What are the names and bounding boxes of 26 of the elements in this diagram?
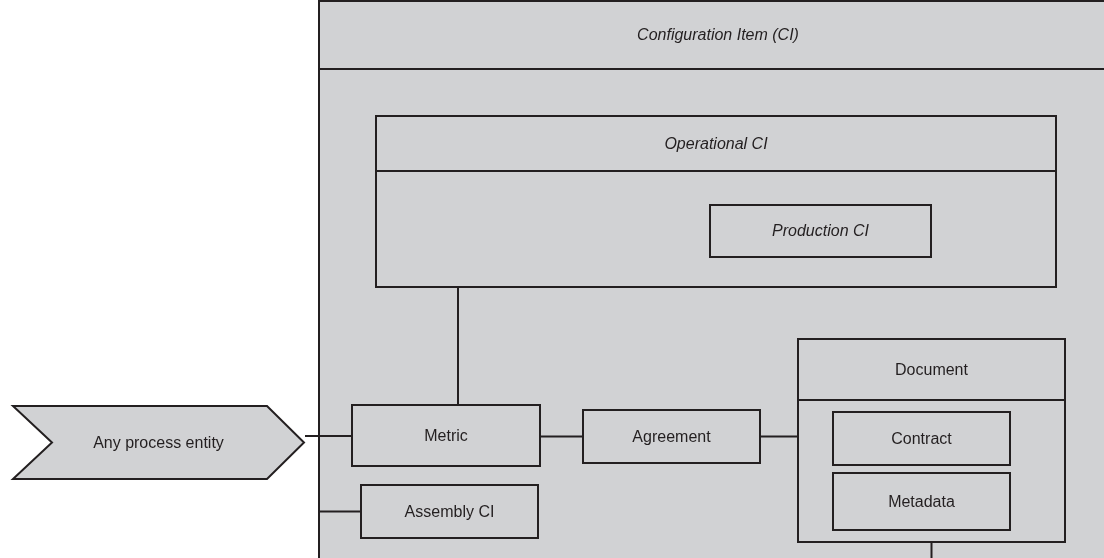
connector-line <box>760 435 798 438</box>
connector-line <box>304 435 352 437</box>
entity-box <box>360 484 539 539</box>
box-label: Production CI <box>772 222 869 240</box>
container-box <box>797 338 1066 543</box>
connector-line <box>930 542 933 558</box>
entity-box <box>582 409 761 464</box>
chevron-shape <box>12 405 305 480</box>
connector-line <box>317 510 361 513</box>
box-label: Assembly CI <box>404 502 495 521</box>
box-label: Configuration Item (CI) <box>637 26 799 44</box>
box-label: Any process entity <box>93 433 224 452</box>
box-label: Document <box>895 360 968 379</box>
container-box <box>375 115 1057 288</box>
box-label: Agreement <box>632 427 711 446</box>
box-label: Metadata <box>888 492 955 511</box>
entity-box <box>832 472 1011 531</box>
entity-box <box>709 204 932 258</box>
box-label: Operational CI <box>664 134 768 153</box>
box-label: Metric <box>424 426 468 445</box>
connector-line <box>540 435 583 438</box>
box-label: Contract <box>891 429 952 448</box>
entity-box <box>351 404 541 467</box>
container-box <box>318 0 1104 558</box>
entity-box <box>832 411 1011 466</box>
connector-line <box>457 287 459 405</box>
